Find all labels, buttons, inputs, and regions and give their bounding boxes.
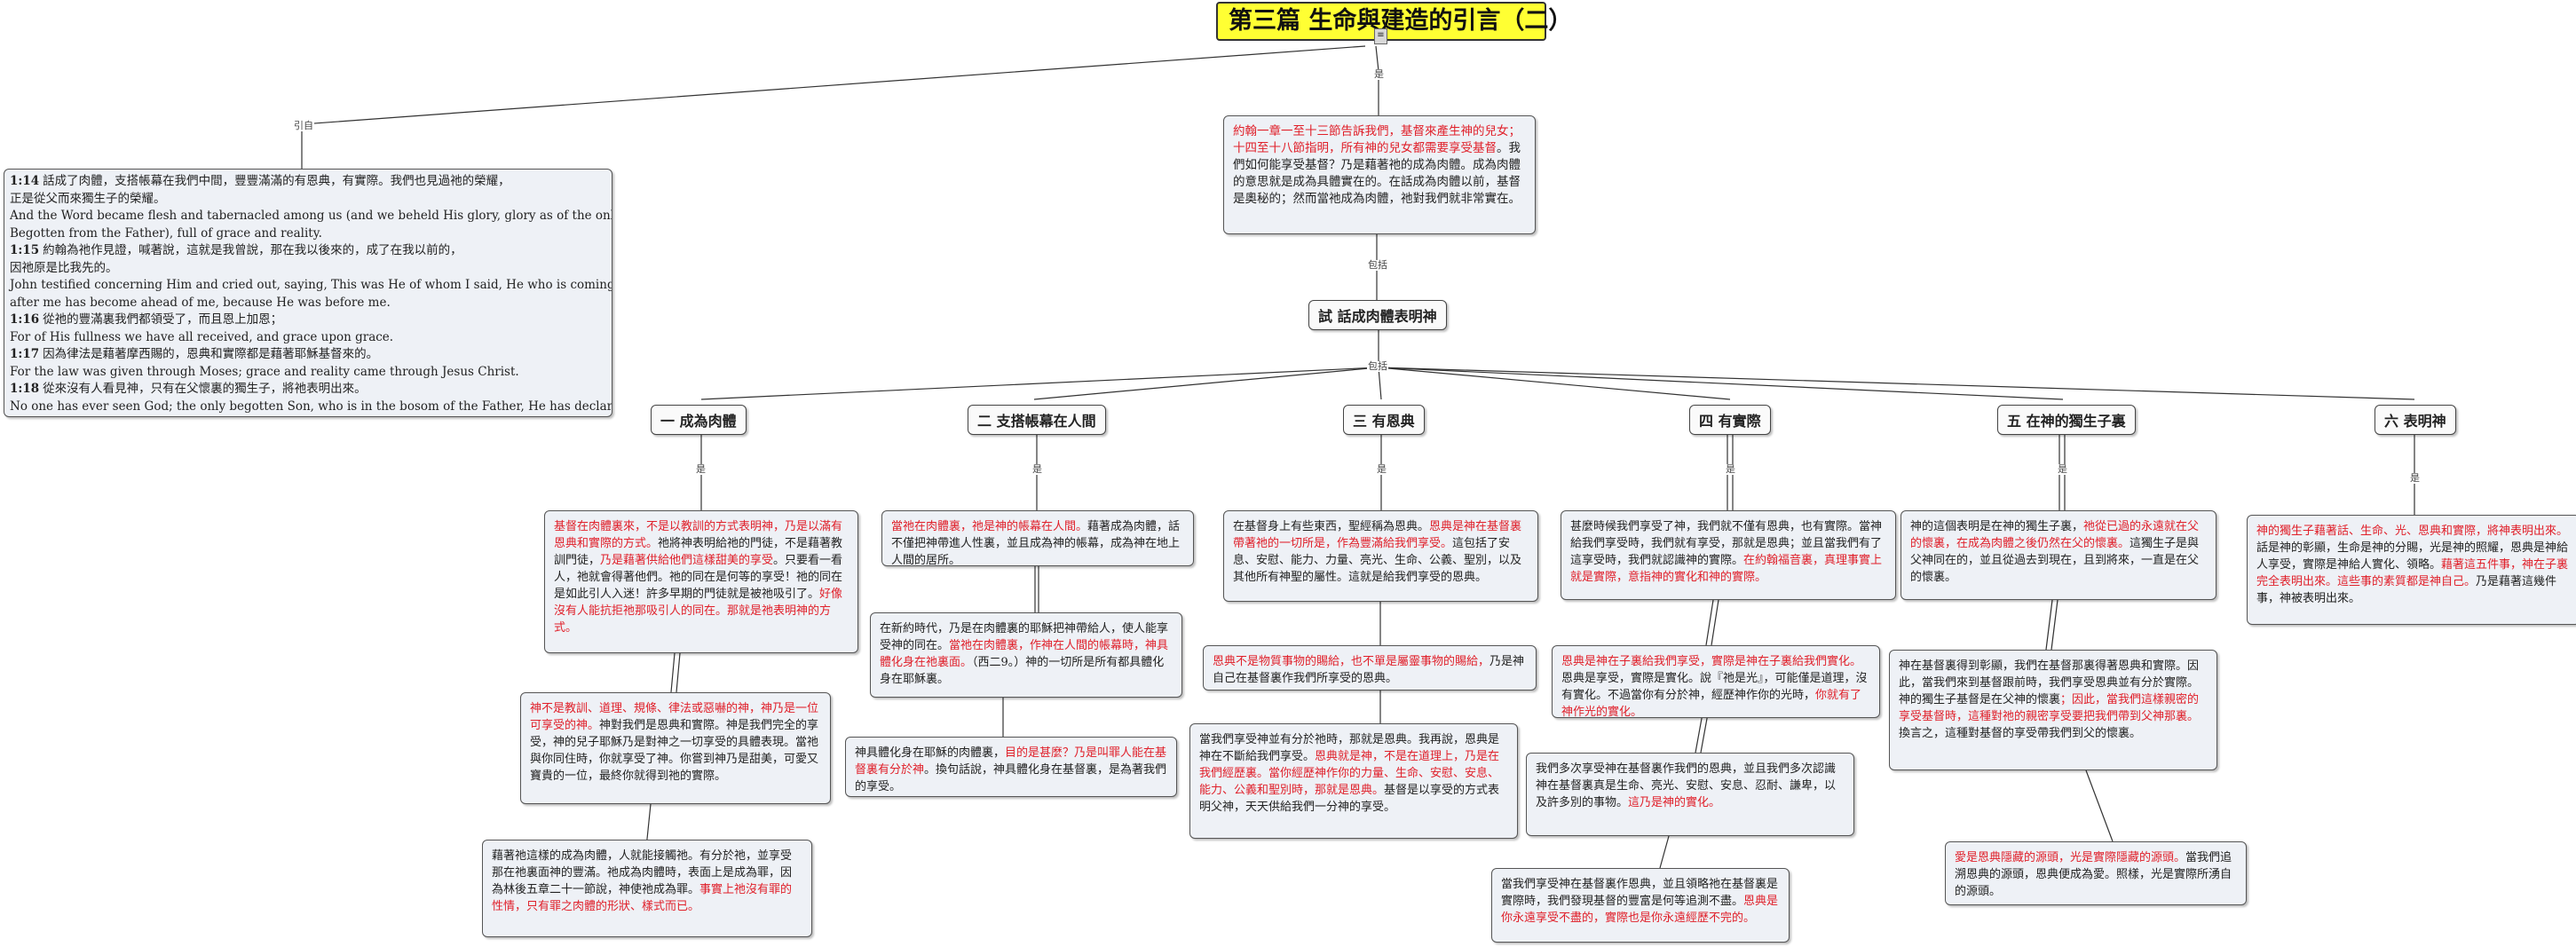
- topic-2-tabernacle[interactable]: 二 支搭帳幕在人間: [968, 405, 1106, 435]
- topic-6-declare-god[interactable]: 六 表明神: [2375, 405, 2456, 435]
- connector-title-intro: [1375, 45, 1379, 115]
- col2-node-1[interactable]: 當祂在肉體裏，祂是神的帳幕在人間。藉著成為肉體，話不僅把神帶進人性裏，並且成為神…: [881, 510, 1194, 566]
- topic-4-reality[interactable]: 四 有實際: [1689, 405, 1771, 435]
- edge-label-is-1: 是: [695, 463, 707, 475]
- col3-node-3[interactable]: 當我們享受神並有分於祂時，那就是恩典。我再說，恩典是神在不斷給我們享受。恩典就是…: [1189, 723, 1518, 839]
- col4-node-4[interactable]: 當我們享受神在基督裏作恩典，並且領略祂在基督裏是實際時，我們發現基督的豐富是何等…: [1491, 868, 1790, 943]
- topic-5-only-begotten-son[interactable]: 五 在神的獨生子裏: [1997, 405, 2136, 435]
- col2-node-2[interactable]: 在新約時代，乃是在肉體裏的耶穌把神帶給人，使人能享受神的同在。當祂在肉體裏，作神…: [870, 612, 1182, 698]
- col4-node-2[interactable]: 恩典是神在子裏給我們享受，實際是神在子裏給我們實化。恩典是享受，實際是實化。說『…: [1552, 645, 1880, 718]
- col2-node-3[interactable]: 神具體化身在耶穌的肉體裏，目的是甚麼？乃是叫罪人能在基督裏有分於神。換句話說，神…: [845, 737, 1177, 797]
- edge-label-include-1: 包括: [1367, 259, 1388, 271]
- edge-label-is-2: 是: [1031, 463, 1043, 475]
- intro-text-red: 約翰一章一至十三節告訴我們，基督來產生神的兒女；十四至十八節指明，所有神的兒女都…: [1233, 124, 1521, 155]
- col5-node-2[interactable]: 神在基督裏得到彰顯，我們在基督那裏得著恩典和實際。因此，當我們來到基督跟前時，我…: [1889, 650, 2217, 770]
- verse-1-15-en-cont: after me has become ahead of me, because…: [10, 295, 391, 310]
- edge-label-is-6: 是: [2409, 472, 2421, 484]
- edge-label-include-2: 包括: [1367, 360, 1388, 372]
- attachment-icon[interactable]: ≡: [1374, 28, 1387, 44]
- intro-text: 。我們如何能享受基督？乃是藉著祂的成為肉體。成為肉體的意思就是成為具體實在的。在…: [1233, 141, 1521, 206]
- verse-1-18-en: No one has ever seen God; the only begot…: [10, 399, 612, 414]
- edge-label-is-3: 是: [1376, 463, 1387, 475]
- edge-label-quote: 引自: [293, 120, 314, 131]
- verse-1-14-zh-cont: 正是從父而來獨生子的榮耀。: [10, 191, 166, 206]
- col1-node-2[interactable]: 神不是教訓、道理、規條、律法或惡嚇的神，神乃是一位可享受的神。神對我們是恩典和實…: [520, 692, 831, 804]
- intro-node[interactable]: 約翰一章一至十三節告訴我們，基督來產生神的兒女；十四至十八節指明，所有神的兒女都…: [1223, 115, 1536, 234]
- verse-1-14-en: And the Word became flesh and tabernacle…: [10, 209, 612, 223]
- edge-label-is-4: 是: [1725, 463, 1736, 475]
- col5-node-3[interactable]: 愛是恩典隱藏的源頭，光是實際隱藏的源頭。當我們追溯恩典的源頭，恩典便成為愛。照樣…: [1945, 841, 2247, 905]
- col1-node-1[interactable]: 基督在肉體裏來，不是以教訓的方式表明神，乃是以滿有恩典和實際的方式。祂將神表明給…: [544, 510, 858, 653]
- verse-1-15-zh-cont: 因祂原是比我先的。: [10, 260, 118, 275]
- col5-node-1[interactable]: 神的這個表明是在神的獨生子裏，祂從已過的永遠就在父的懷裏，在成為肉體之後仍然在父…: [1900, 510, 2216, 600]
- col6-node-1[interactable]: 神的獨生子藉著話、生命、光、恩典和實際，將神表明出來。話是神的彰顯，生命是神的分…: [2247, 515, 2576, 625]
- topic-3-grace[interactable]: 三 有恩典: [1343, 405, 1425, 435]
- col3-node-2[interactable]: 恩典不是物質事物的賜給，也不單是屬靈事物的賜給，乃是神自己在基督裏作我們所享受的…: [1203, 645, 1537, 691]
- verse-1-14-en-cont: Begotten from the Father), full of grace…: [10, 225, 322, 241]
- topic-1-incarnation[interactable]: 一 成為肉體: [651, 405, 747, 435]
- edge-label-is-5: 是: [2057, 463, 2068, 475]
- col1-node-3[interactable]: 藉著祂這樣的成為肉體，人就能接觸祂。有分於祂，並享受那在祂裏面神的豐滿。祂成為肉…: [482, 840, 812, 937]
- verse-1-17-en: For the law was given through Moses; gra…: [10, 364, 519, 379]
- col4-node-3[interactable]: 我們多次享受神在基督裏作我們的恩典，並且我們多次認識神在基督裏真是生命、亮光、安…: [1526, 753, 1854, 836]
- col3-node-1[interactable]: 在基督身上有些東西，聖經稱為恩典。恩典是神在基督裏帶著祂的一切所是，作為豐滿給我…: [1223, 510, 1538, 602]
- verse-1-16-en: For of His fullness we have all received…: [10, 329, 394, 344]
- verse-1-15-en: John testified concerning Him and cried …: [10, 278, 612, 292]
- col4-node-1[interactable]: 甚麼時候我們享受了神，我們就不僅有恩典，也有實際。當神給我們享受時，我們就有享受…: [1561, 510, 1896, 600]
- edge-label-outline: 是: [1373, 68, 1385, 80]
- center-topic[interactable]: 試 話成肉體表明神: [1308, 300, 1447, 330]
- connector-title-quote: [301, 45, 1366, 170]
